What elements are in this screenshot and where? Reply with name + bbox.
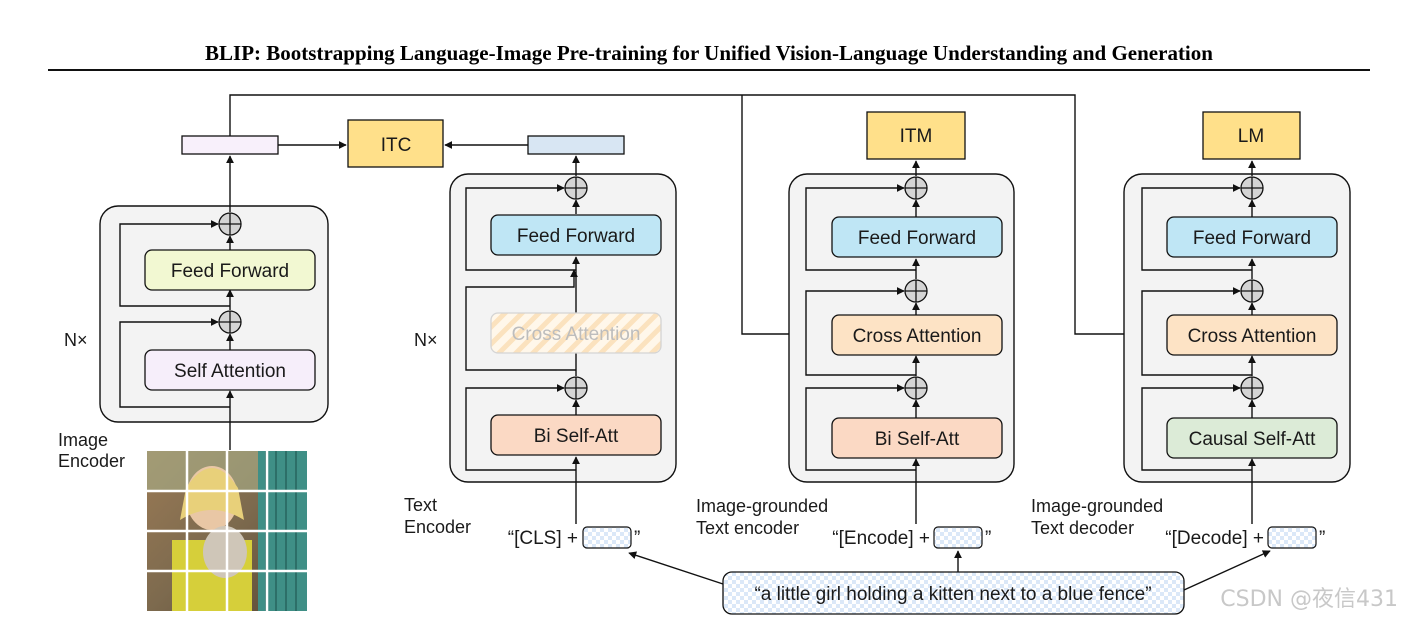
input-photo [147, 451, 307, 611]
feed-forward-block [831, 216, 1003, 258]
image-encoder: Self Attention Feed Forward N× Image Enc… [58, 135, 329, 471]
residual-arrow [1141, 287, 1252, 376]
add-icon [564, 376, 588, 400]
add-icon [1240, 176, 1264, 200]
add-icon [904, 279, 928, 303]
feed-forward-label: Feed Forward [517, 226, 635, 247]
page-title: BLIP: Bootstrapping Language-Image Pre-t… [205, 41, 1213, 65]
causal-self-att-label: Causal Self-Att [1189, 429, 1316, 450]
repeat-label: N× [64, 330, 88, 350]
bi-self-att-label: Bi Self-Att [534, 426, 619, 447]
image-embedding [181, 135, 279, 155]
cross-attention-block-disabled [490, 312, 662, 354]
caption-arrow-text-encoder [628, 551, 724, 585]
caption: “a little girl holding a kitten next to … [628, 550, 1271, 615]
feed-forward-label: Feed Forward [1193, 228, 1311, 249]
image-encoder-label-line1: Image [58, 430, 108, 450]
residual-arrow [465, 384, 576, 471]
add-icon [1240, 376, 1264, 400]
encode-input-label: “[Encode] + [832, 528, 930, 549]
itc-head [347, 119, 444, 168]
decode-input-close: ” [1319, 528, 1325, 549]
feed-forward-label: Feed Forward [171, 261, 289, 282]
text-embedding [527, 135, 625, 155]
cross-attention-label: Cross Attention [853, 326, 982, 347]
grounded-encoder-label-line2: Text encoder [696, 518, 799, 538]
bi-self-att-block [490, 414, 662, 456]
cls-input-label: “[CLS] + [508, 528, 578, 549]
add-icon [564, 176, 588, 200]
text-encoder: Bi Self-Att Cross Attention Feed Forward… [404, 135, 677, 549]
itc-label: ITC [381, 135, 412, 156]
residual-arrow [119, 220, 230, 307]
cross-attention-block [1166, 314, 1338, 356]
encode-input-close: ” [985, 528, 991, 549]
image-grounded-text-encoder: ITM Bi Self-Att Cross Attention Feed For… [696, 111, 1015, 549]
caption-arrow-grounded-decoder [1183, 550, 1271, 591]
text-token-box [933, 526, 983, 549]
image-encoder-label-line2: Encoder [58, 451, 125, 471]
add-icon [904, 376, 928, 400]
feed-forward-block [1166, 216, 1338, 258]
text-encoder-label-line1: Text [404, 495, 437, 515]
add-icon [904, 176, 928, 200]
bi-self-att-block [831, 417, 1003, 459]
caption-text: “a little girl holding a kitten next to … [754, 584, 1151, 605]
grounded-encoder-label-line1: Image-grounded [696, 496, 828, 516]
decode-input-label: “[Decode] + [1165, 528, 1264, 549]
cross-attention-label-disabled: Cross Attention [512, 324, 641, 345]
residual-arrow [805, 384, 916, 471]
add-icon [218, 212, 242, 236]
residual-arrow [805, 184, 916, 271]
cross-attention-label: Cross Attention [1188, 326, 1317, 347]
residual-arrow [119, 318, 230, 408]
itm-head [866, 111, 966, 160]
residual-arrow [465, 184, 576, 271]
repeat-label: N× [414, 330, 438, 350]
lm-label: LM [1238, 126, 1264, 147]
text-token-box [582, 526, 632, 549]
add-icon [1240, 279, 1264, 303]
itm-label: ITM [900, 126, 933, 147]
self-attention-label: Self Attention [174, 361, 286, 382]
cross-attention-block [831, 314, 1003, 356]
text-token-box [1267, 526, 1317, 549]
image-feature-connector [229, 94, 1167, 338]
cls-input-close: ” [634, 528, 640, 549]
image-grounded-text-decoder: LM Causal Self-Att Cross Attention Feed … [1031, 111, 1351, 549]
lm-head [1202, 111, 1301, 160]
causal-self-att-block [1166, 417, 1338, 459]
residual-arrow [805, 287, 916, 376]
residual-arrow [1141, 184, 1252, 271]
feed-forward-block [144, 249, 316, 291]
add-icon [218, 310, 242, 334]
grounded-decoder-label-line2: Text decoder [1031, 518, 1134, 538]
watermark: CSDN @夜信431 [1220, 587, 1398, 612]
self-attention-block [144, 349, 316, 391]
bi-self-att-label: Bi Self-Att [875, 429, 960, 450]
text-encoder-label-line2: Encoder [404, 517, 471, 537]
caption-box [722, 571, 1185, 615]
grounded-decoder-label-line1: Image-grounded [1031, 496, 1163, 516]
feed-forward-label: Feed Forward [858, 228, 976, 249]
residual-arrow [465, 269, 578, 371]
residual-arrow [1141, 384, 1252, 471]
feed-forward-block [490, 214, 662, 256]
